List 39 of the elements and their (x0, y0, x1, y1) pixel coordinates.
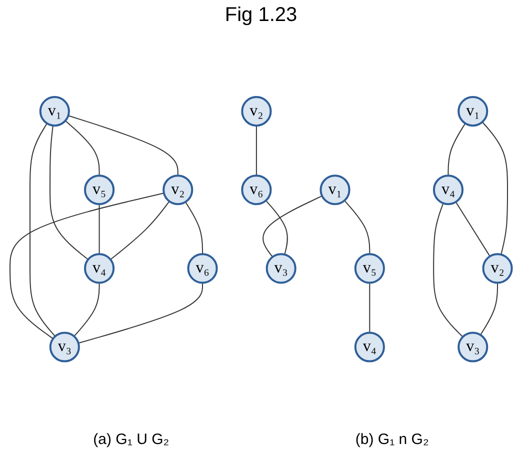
connector (448, 122, 466, 176)
node-circle: v₁ (320, 174, 350, 205)
connector (369, 282, 370, 334)
connector (482, 121, 508, 255)
node-circle: v₂ (482, 253, 513, 284)
graph-caption: (b) G₁ n G₂ (355, 431, 429, 448)
node-circle: v₄ (433, 174, 464, 205)
node-circle: v₆ (187, 253, 218, 284)
connector (98, 204, 100, 254)
connector (74, 282, 100, 337)
node-circle: v₄ (354, 332, 386, 362)
node-circle: v₂ (162, 174, 194, 205)
connector (185, 201, 204, 254)
connector (262, 195, 323, 258)
connector (78, 282, 204, 344)
connector (30, 122, 56, 337)
connector (256, 124, 258, 176)
connector (50, 124, 89, 260)
connector (480, 282, 498, 336)
node-circle: v₂ (241, 96, 272, 126)
figure-title: Fig 1.23 (224, 4, 298, 27)
connector (110, 200, 170, 260)
connector (10, 192, 165, 339)
connector (455, 201, 491, 257)
node-circle: v₆ (241, 174, 272, 205)
graph-caption: (a) G₁ U G₂ (93, 431, 170, 448)
connector (433, 202, 464, 338)
node-circle: v₃ (458, 332, 488, 362)
node-circle: v₁ (458, 96, 488, 126)
node-circle: v₅ (84, 174, 115, 205)
connector (64, 120, 100, 176)
node-circle: v₅ (354, 253, 386, 284)
node-circle: v₃ (49, 332, 80, 362)
node-circle: v₃ (266, 253, 296, 284)
connector (344, 200, 370, 254)
connector (68, 114, 178, 176)
connector (265, 200, 288, 255)
node-circle: v₁ (39, 96, 70, 126)
node-circle: v₄ (84, 253, 115, 284)
